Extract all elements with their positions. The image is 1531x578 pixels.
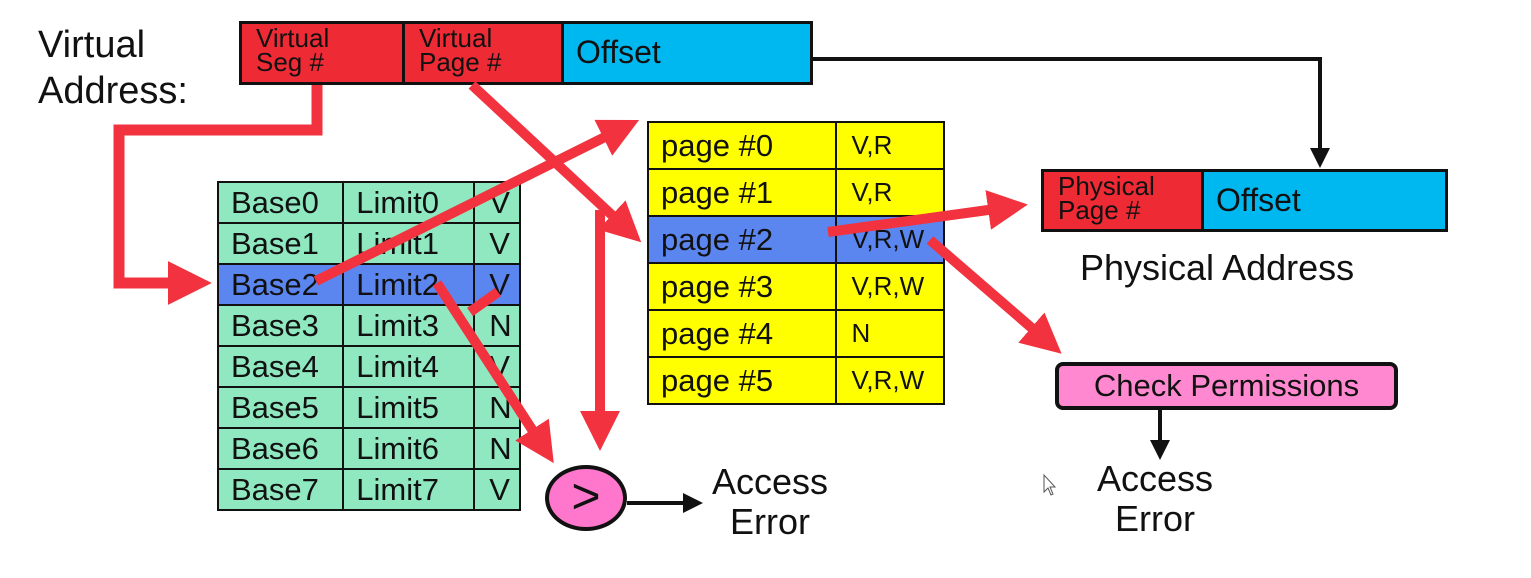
virtual-seg-field: Virtual Seg #	[239, 21, 405, 85]
segment-base-cell: Base2	[216, 263, 345, 306]
segment-base-cell: Base1	[216, 222, 345, 265]
virtual-offset-field: Offset	[561, 21, 813, 85]
page-page-cell: page #0	[646, 121, 838, 170]
segment-base-cell: Base4	[216, 345, 345, 388]
virtual-page-line2: Page #	[419, 47, 502, 77]
check-permissions-box: Check Permissions	[1055, 362, 1398, 410]
segment-base-cell: Base6	[216, 427, 345, 470]
access-error-right-line2: Error	[1115, 498, 1195, 539]
base-to-pagetable-arrow	[313, 119, 640, 286]
virtual-address-label-line1: Virtual	[38, 24, 146, 66]
comparator-circle: >	[545, 465, 627, 531]
access-error-right-line1: Access	[1096, 458, 1214, 499]
page-page-cell: page #5	[646, 356, 838, 405]
virtual-seg-line1: Virtual	[256, 23, 330, 53]
segment-flag-cell: V	[473, 222, 521, 265]
page-page-cell: page #4	[646, 309, 838, 358]
mouse-pointer-icon	[1043, 473, 1057, 496]
physical-page-field: Physical Page #	[1041, 169, 1204, 232]
physical-address-label: Physical Address	[1080, 247, 1355, 288]
page-perm-cell: V,R	[835, 121, 945, 170]
page-perm-cell: V,R,W	[835, 356, 945, 405]
virtual-page-field: Virtual Page #	[402, 21, 564, 85]
page-perm-cell: V,R	[835, 168, 945, 217]
page-to-physical-arrow	[827, 190, 1028, 237]
virtual-offset-label: Offset	[576, 34, 661, 70]
valid-tick-mark	[467, 287, 501, 317]
segment-base-cell: Base3	[216, 304, 345, 347]
virtual-seg-line2: Seg #	[256, 47, 324, 77]
segment-flag-cell: N	[473, 304, 521, 347]
access-error-left-line1: Access	[711, 461, 829, 502]
vpage-to-pagetable-arrow	[468, 81, 642, 243]
page-page-cell: page #2	[646, 215, 838, 264]
segment-flag-cell: N	[473, 427, 521, 470]
page-page-cell: page #1	[646, 168, 838, 217]
access-error-left-line2: Error	[730, 501, 810, 542]
physical-offset-field: Offset	[1201, 169, 1448, 232]
physical-page-line2: Page #	[1058, 195, 1141, 225]
segment-limit-cell: Limit3	[342, 304, 476, 347]
virtual-address-label: Virtual Address:	[38, 22, 188, 114]
segment-flag-cell: V	[473, 468, 521, 511]
segment-limit-cell: Limit7	[342, 468, 476, 511]
seg-to-table-arrow	[113, 85, 323, 305]
segment-base-cell: Base5	[216, 386, 345, 429]
page-page-cell: page #3	[646, 262, 838, 311]
physical-offset-label: Offset	[1216, 182, 1301, 218]
offset-to-physical-arrow	[813, 57, 1330, 168]
access-error-right: Access Error	[1085, 459, 1225, 539]
limit-to-comparator-arrow	[432, 280, 554, 464]
segment-limit-cell: Limit6	[342, 427, 476, 470]
virtual-address-label-line2: Address:	[38, 70, 188, 112]
segment-base-cell: Base0	[216, 181, 345, 224]
segment-limit-cell: Limit4	[342, 345, 476, 388]
segment-base-cell: Base7	[216, 468, 345, 511]
segment-limit-cell: Limit5	[342, 386, 476, 429]
page-perm-cell: V,R,W	[835, 262, 945, 311]
physical-page-line1: Physical	[1058, 171, 1155, 201]
perm-to-check-arrow	[926, 236, 1062, 354]
access-error-left: Access Error	[700, 462, 840, 542]
segment-limit-cell: Limit0	[342, 181, 476, 224]
virtual-page-line1: Virtual	[419, 23, 493, 53]
page-perm-cell: N	[835, 309, 945, 358]
